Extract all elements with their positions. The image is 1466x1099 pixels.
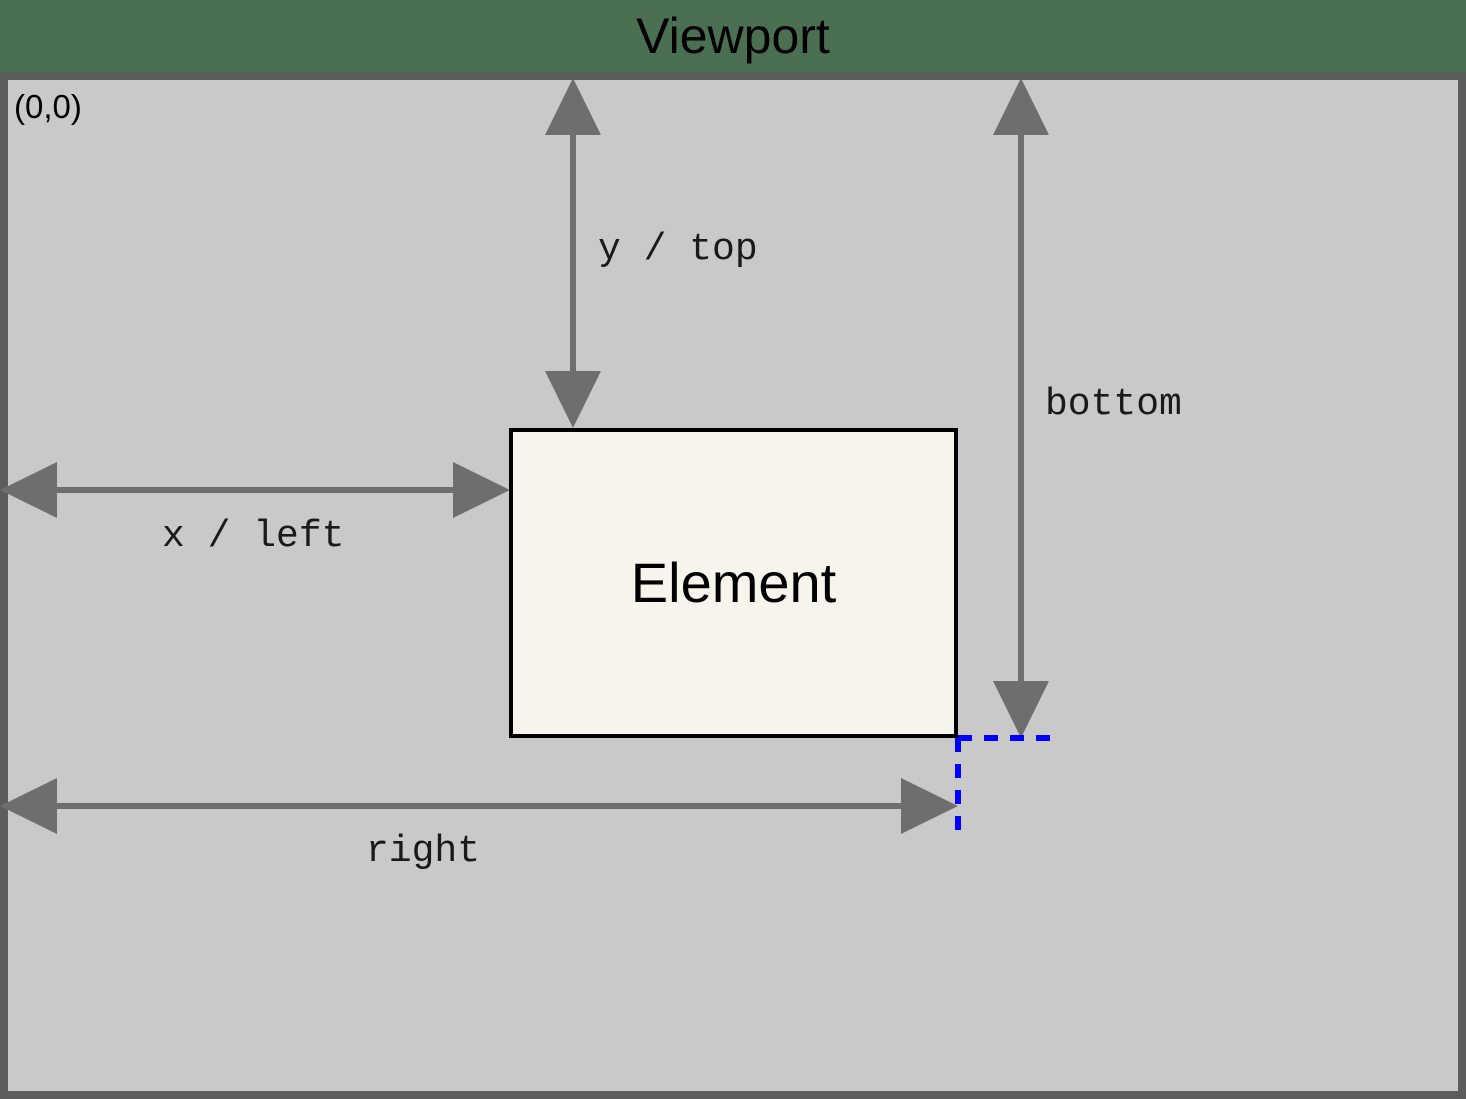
element-box: Element (509, 428, 958, 738)
measure-label-y-top: y / top (598, 228, 758, 271)
origin-label: (0,0) (14, 88, 82, 125)
measure-label-x-left: x / left (162, 515, 345, 558)
header-band: Viewport (0, 0, 1466, 72)
page-title: Viewport (636, 8, 830, 64)
element-label: Element (630, 551, 837, 614)
measure-label-right: right (366, 830, 481, 873)
measure-label-bottom: bottom (1045, 383, 1182, 426)
